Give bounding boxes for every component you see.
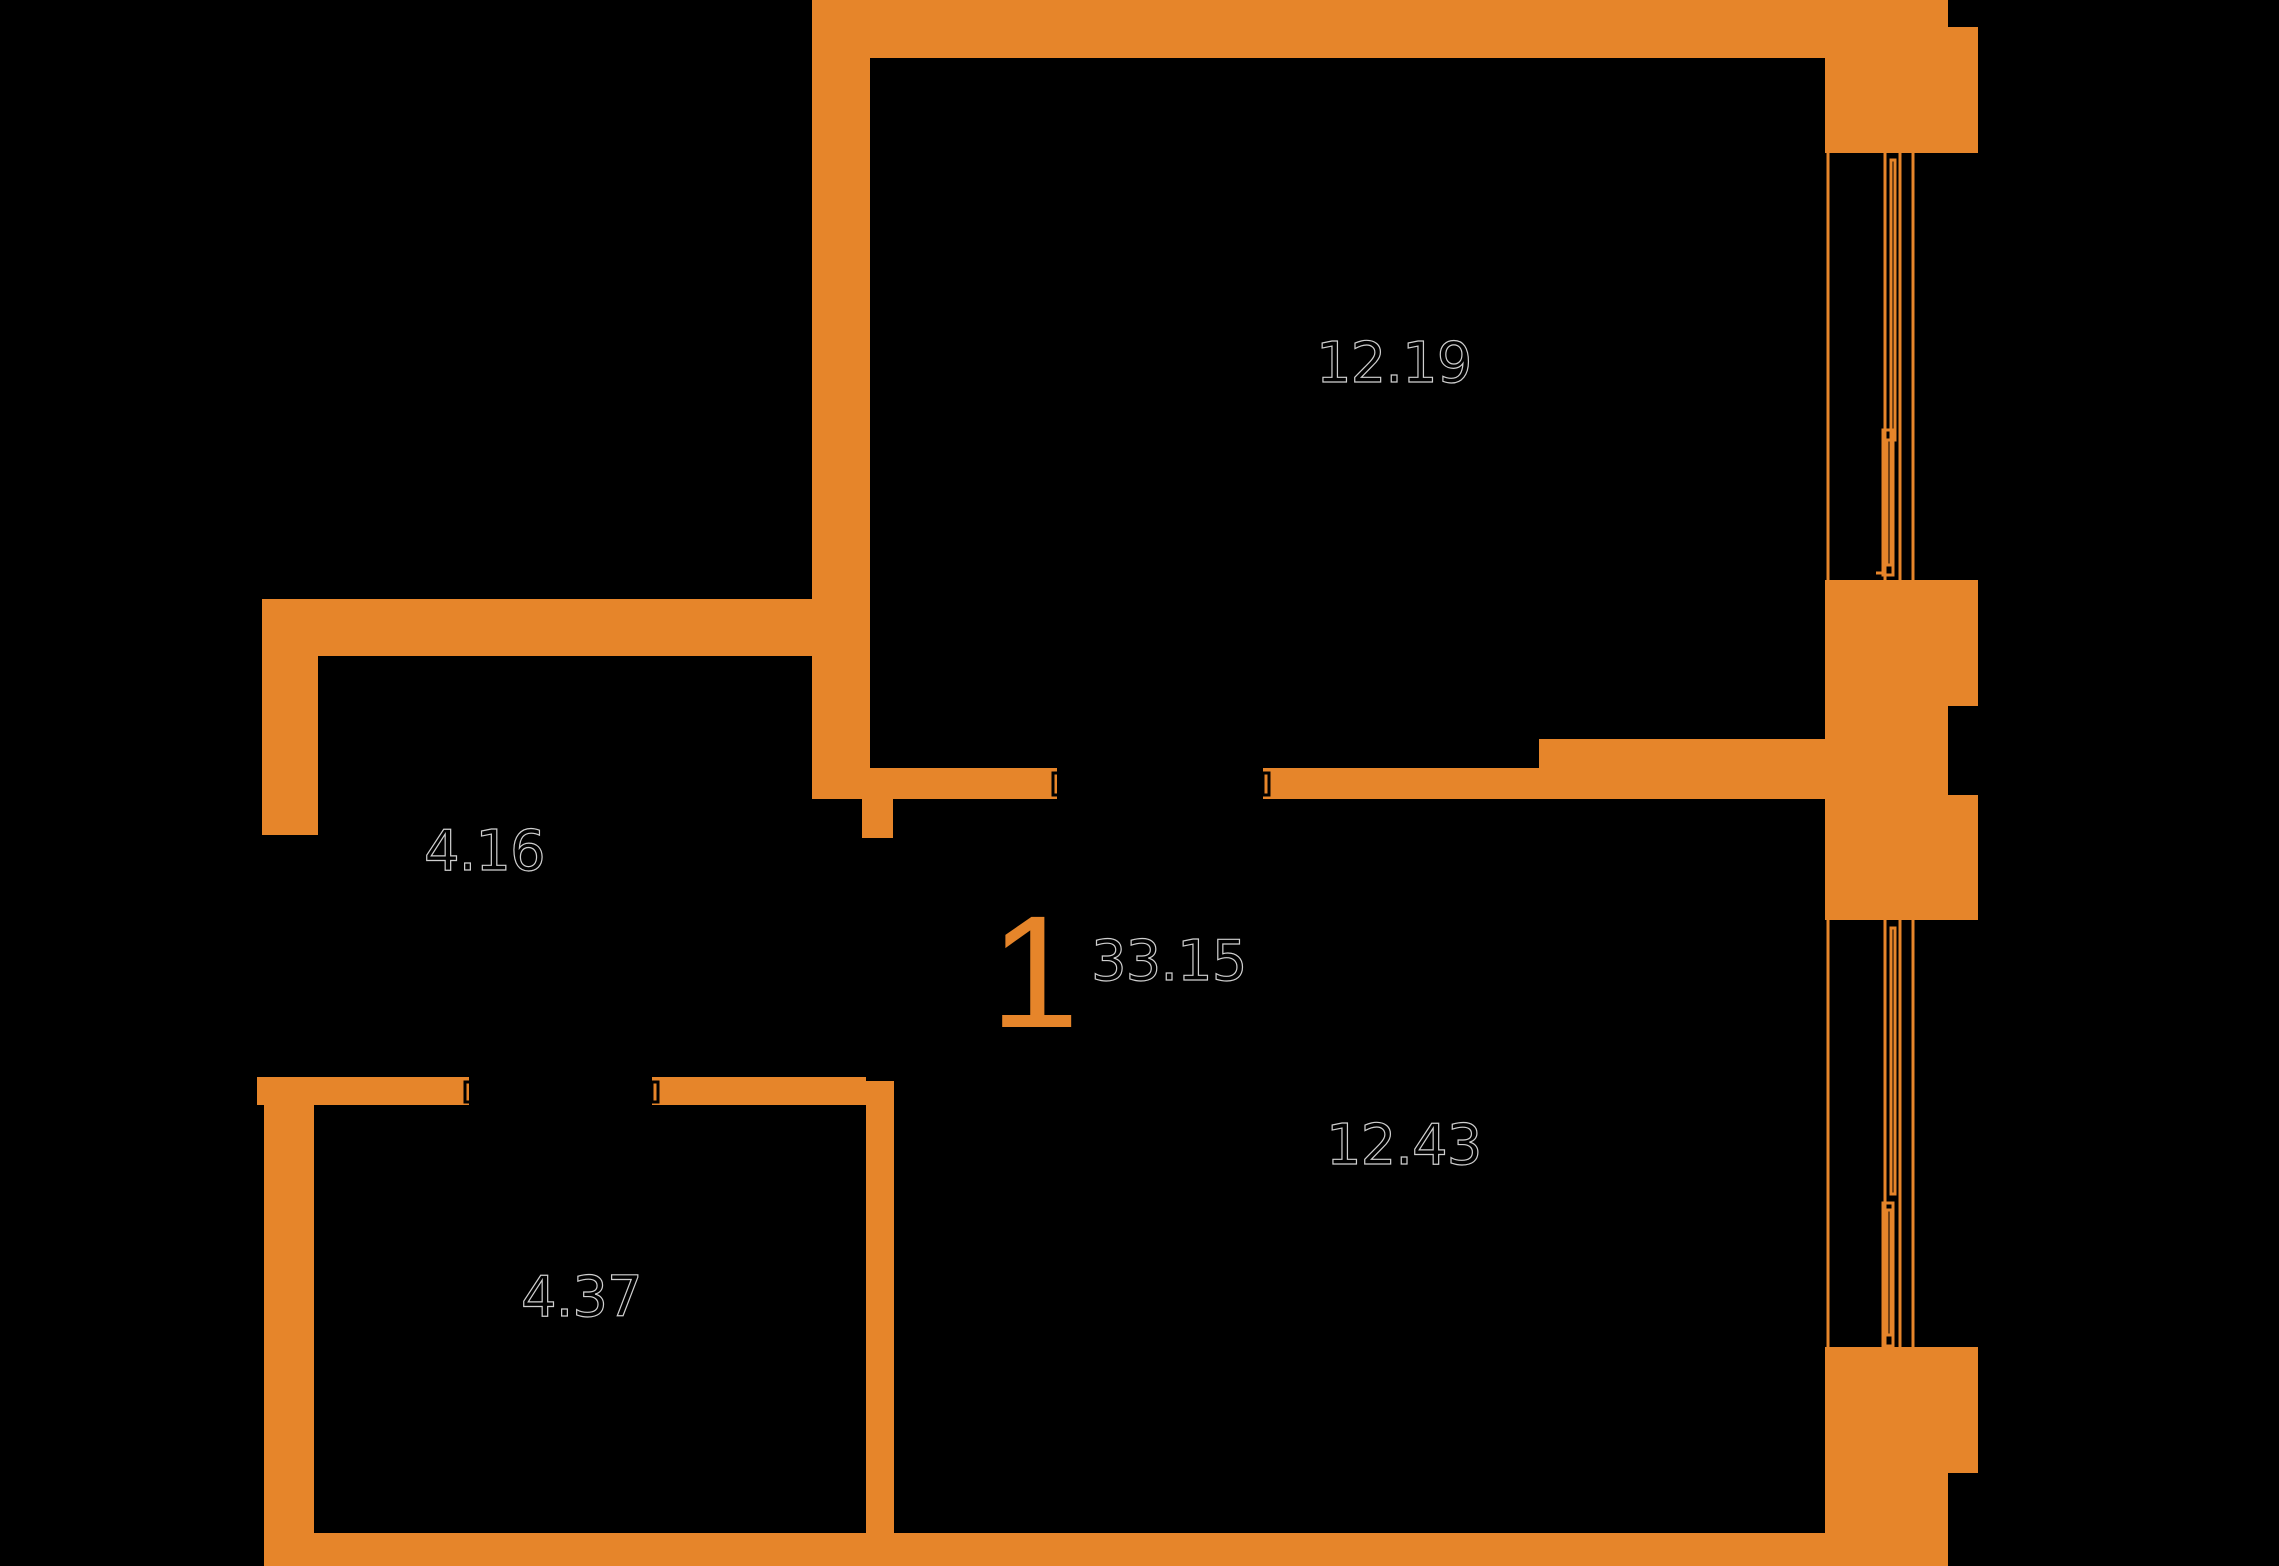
room-area-bottom-right: 12.43	[1325, 1113, 1483, 1178]
room-area-bathroom: 4.37	[520, 1265, 643, 1330]
window-lower	[1826, 908, 1915, 1359]
walls	[257, 0, 1978, 1566]
apartment-number: 1	[990, 882, 1079, 1061]
window-upper	[1826, 140, 1915, 587]
total-area: 33.15	[1090, 929, 1248, 994]
room-area-top-right: 12.19	[1315, 331, 1473, 396]
door-jambs	[463, 771, 1271, 1104]
room-area-hall: 4.16	[423, 819, 546, 884]
